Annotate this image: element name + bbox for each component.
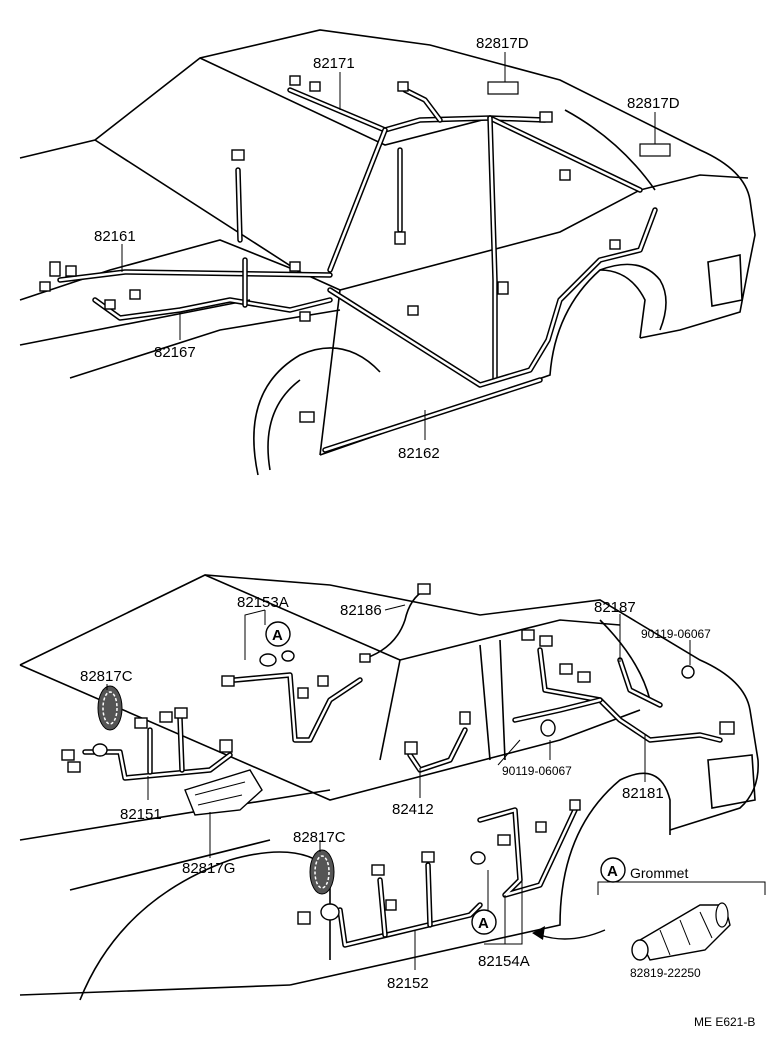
callout-a-grommet: A	[600, 857, 626, 883]
drawing-code: ME E621-B	[694, 1015, 755, 1029]
grommet-label: Grommet	[630, 865, 688, 881]
protector-82817g	[184, 769, 263, 816]
callout-a-upper: A	[265, 621, 291, 647]
part-label-82151: 82151	[120, 806, 162, 823]
bottom-connectors	[61, 583, 735, 925]
top-connectors	[39, 75, 671, 423]
part-label-82412: 82412	[392, 801, 434, 818]
svg-text:A: A	[478, 915, 489, 932]
bottom-harness-82153a	[232, 672, 363, 743]
part-label-82171: 82171	[313, 55, 355, 72]
part-label-82187: 82187	[594, 599, 636, 616]
part-label-82817c-lower: 82817C	[293, 829, 346, 846]
top-harness-82161	[57, 167, 333, 283]
part-label-82186: 82186	[340, 602, 382, 619]
grommet-82817c-upper	[97, 685, 123, 731]
top-leaders	[121, 52, 656, 440]
part-label-82817c-upper: 82817C	[80, 668, 133, 685]
bottom-harness-82151	[82, 715, 233, 781]
grommet-detail-82819-22250	[597, 881, 766, 961]
part-label-82817g: 82817G	[182, 860, 235, 877]
bottom-harness-82412	[407, 727, 468, 773]
part-label-90119-06067-upper: 90119-06067	[641, 627, 711, 641]
part-label-82817d-rear: 82817D	[627, 95, 680, 112]
bottom-car-body	[19, 574, 759, 1001]
svg-text:A: A	[607, 863, 618, 880]
part-label-82161: 82161	[94, 228, 136, 245]
top-car-body	[19, 29, 756, 476]
assembly-arrow	[532, 926, 606, 940]
bottom-harness-82186	[359, 589, 426, 661]
top-harness-82162	[322, 207, 658, 453]
bottom-harness-82154a	[477, 807, 578, 898]
top-harness-82171	[287, 87, 643, 383]
bottom-harness-82181	[512, 647, 723, 743]
part-label-82154a: 82154A	[478, 953, 530, 970]
part-label-82817d-roof: 82817D	[476, 35, 529, 52]
part-label-82152: 82152	[387, 975, 429, 992]
svg-text:A: A	[272, 627, 283, 644]
grommet-82817c-lower	[309, 849, 335, 895]
bottom-harness-82152	[337, 862, 483, 948]
part-label-82819-22250: 82819-22250	[630, 966, 701, 980]
part-label-90119-06067-lower: 90119-06067	[502, 764, 572, 778]
callout-a-lower: A	[471, 909, 497, 935]
top-harness-82167	[92, 257, 333, 321]
part-label-82162: 82162	[398, 445, 440, 462]
part-label-82167: 82167	[154, 344, 196, 361]
bottom-leaders	[106, 604, 691, 970]
part-label-82181: 82181	[622, 785, 664, 802]
part-label-82153a: 82153A	[237, 594, 289, 611]
